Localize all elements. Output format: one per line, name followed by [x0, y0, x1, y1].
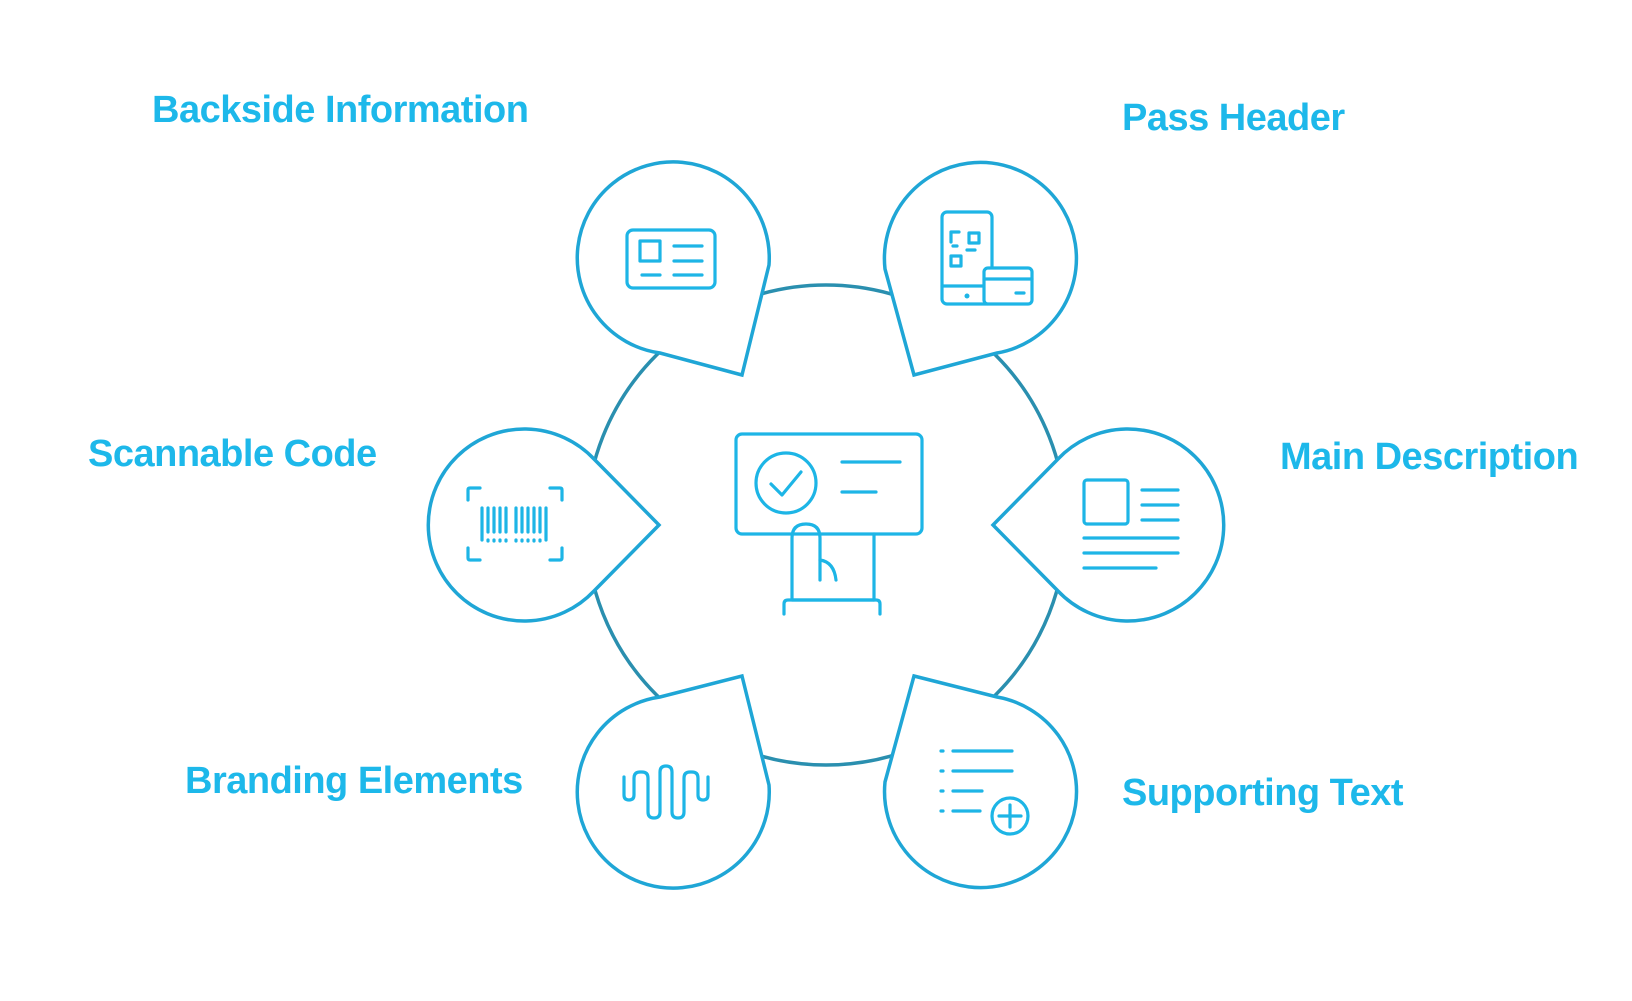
waveform-logo-icon [622, 764, 710, 820]
pin-backside-information [575, 160, 772, 378]
pin-pass-header [882, 160, 1079, 378]
pin-supporting-text [882, 673, 1079, 890]
barcode-scan-icon [466, 486, 564, 562]
touch-pass-check-icon [734, 432, 924, 616]
node-branding-elements [575, 673, 772, 890]
pin-scannable-code [426, 427, 662, 623]
label-supporting-text: Supporting Text [1122, 772, 1404, 814]
label-branding-elements: Branding Elements [185, 760, 523, 802]
label-main-description: Main Description [1280, 436, 1578, 478]
node-backside-information [575, 160, 772, 378]
node-supporting-text [882, 673, 1079, 890]
article-layout-icon [1082, 478, 1180, 570]
node-main-description [990, 427, 1226, 623]
id-card-icon [625, 228, 717, 290]
phone-qr-card-icon [940, 210, 1034, 306]
label-backside-information: Backside Information [152, 89, 528, 131]
label-scannable-code: Scannable Code [88, 433, 377, 475]
label-pass-header: Pass Header [1122, 97, 1345, 139]
list-add-icon [939, 749, 1030, 836]
node-scannable-code [426, 427, 662, 623]
node-pass-header [882, 160, 1079, 378]
